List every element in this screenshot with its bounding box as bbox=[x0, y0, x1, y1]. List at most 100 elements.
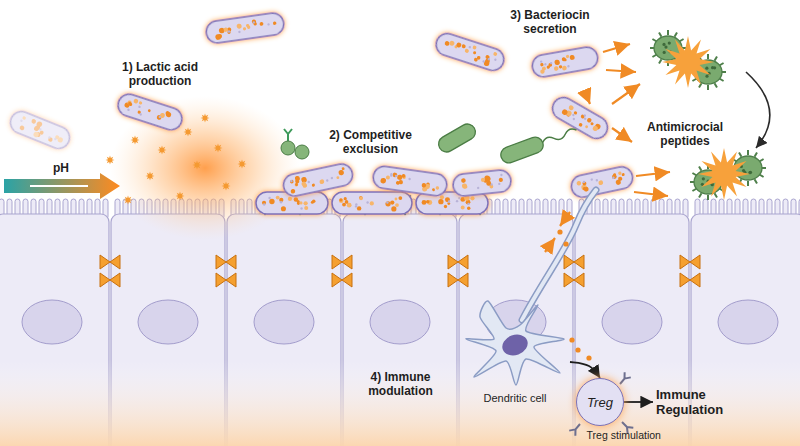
tight-junction bbox=[680, 255, 700, 269]
probiotic-bacterium-part bbox=[485, 176, 491, 182]
peptide-arrow bbox=[585, 92, 590, 104]
probiotic-bacterium-part bbox=[540, 60, 543, 63]
pathogen-diplococcus-part bbox=[281, 141, 295, 155]
probiotic-bacterium-part bbox=[252, 21, 255, 24]
probiotic-bacterium-part bbox=[477, 187, 480, 190]
node-text: Immune Regulation bbox=[656, 387, 738, 417]
cytokine-dot bbox=[557, 229, 562, 234]
dendritic-cell-shape-part bbox=[466, 301, 564, 385]
cell-nucleus bbox=[602, 300, 662, 344]
probiotic-bacterium-part bbox=[550, 62, 553, 65]
probiotic-bacterium-part bbox=[440, 195, 444, 199]
probiotic-bacterium-part bbox=[299, 201, 302, 204]
pathogen-coccus-part bbox=[702, 177, 705, 180]
pathogen-coccus-part bbox=[663, 51, 666, 54]
probiotic-bacterium-part bbox=[366, 201, 368, 203]
probiotic-bacterium-part bbox=[467, 203, 469, 205]
probiotic-bacterium-part bbox=[583, 180, 586, 183]
acid-molecule bbox=[201, 114, 210, 123]
probiotic-bacterium-part bbox=[246, 24, 250, 28]
probiotic-bacterium bbox=[569, 165, 634, 199]
epithelium bbox=[0, 199, 800, 446]
probiotic-bacterium-part bbox=[267, 23, 270, 26]
probiotic-bacterium-part bbox=[586, 117, 592, 123]
mechanism-label: 3) Bacteriocin secretion bbox=[500, 8, 600, 36]
probiotic-bacterium-part bbox=[391, 206, 396, 211]
pathogen-coccus-part bbox=[742, 169, 745, 172]
pathogen-coccus-part bbox=[668, 41, 671, 44]
probiotic-bacterium-part bbox=[223, 27, 228, 32]
probiotic-bacterium-part bbox=[612, 174, 618, 180]
acid-molecule bbox=[124, 196, 133, 205]
acid-molecule bbox=[214, 144, 223, 153]
probiotic-bacterium-part bbox=[493, 52, 498, 57]
outcome-node: Immune Regulation bbox=[656, 387, 738, 417]
probiotic-bacterium-part bbox=[544, 63, 547, 66]
probiotic-bacterium-part bbox=[332, 192, 412, 214]
probiotic-bacterium-part bbox=[312, 199, 315, 202]
probiotic-bacterium-part bbox=[294, 197, 298, 201]
probiotic-bacterium-part bbox=[326, 179, 329, 182]
probiotic-bacterium-part bbox=[236, 23, 242, 29]
probiotic-bacterium-part bbox=[590, 178, 593, 181]
probiotic-bacterium-part bbox=[115, 91, 185, 132]
tight-junction bbox=[100, 273, 120, 287]
probiotic-bacterium-part bbox=[554, 66, 559, 71]
probiotic-bacterium-part bbox=[549, 93, 612, 142]
probiotic-bacterium-part bbox=[464, 48, 469, 53]
probiotic-bacterium-part bbox=[461, 178, 466, 183]
pathogen-diplococcus-part bbox=[295, 145, 309, 159]
probiotic-bacterium-part bbox=[303, 201, 307, 205]
cytokine-dot bbox=[575, 347, 580, 352]
probiotic-bacterium-part bbox=[484, 175, 490, 181]
dendrite-arm bbox=[522, 190, 596, 320]
probiotic-bacterium-part bbox=[276, 196, 280, 200]
mechanism-label: Antimicrocial peptides bbox=[630, 120, 740, 148]
pathogen-coccus-part bbox=[699, 166, 702, 170]
probiotic-bacterium-part bbox=[300, 207, 302, 209]
probiotic-bacterium-part bbox=[618, 171, 622, 175]
acid-molecule bbox=[238, 160, 247, 169]
probiotic-bacterium-part bbox=[262, 201, 266, 205]
probiotic-bacterium-part bbox=[473, 51, 477, 55]
probiotic-bacterium-part bbox=[426, 200, 430, 204]
probiotic-bacterium-part bbox=[572, 113, 575, 116]
probiotic-bacterium-part bbox=[531, 45, 600, 78]
probiotic-bacterium-part bbox=[280, 201, 282, 203]
probiotic-bacterium-part bbox=[584, 186, 590, 192]
acid-molecule bbox=[193, 161, 202, 170]
probiotic-bacterium-part bbox=[288, 197, 292, 201]
tight-junction bbox=[564, 273, 584, 287]
probiotic-bacterium bbox=[452, 169, 512, 197]
probiotic-bacterium-part bbox=[438, 199, 443, 204]
pathogen-coccus-part bbox=[755, 179, 758, 183]
probiotic-bacterium-part bbox=[338, 170, 344, 176]
pathogen-coccus-part bbox=[699, 193, 702, 197]
probiotic-bacterium-part bbox=[482, 60, 485, 63]
probiotic-bacterium-part bbox=[481, 178, 486, 183]
probiotic-bacterium-part bbox=[395, 198, 398, 201]
probiotic-bacterium-part bbox=[386, 175, 391, 180]
probiotic-bacterium-part bbox=[39, 130, 44, 135]
probiotic-bacterium-part bbox=[48, 136, 51, 139]
probiotic-bacterium-part bbox=[612, 176, 615, 179]
probiotic-bacterium-part bbox=[129, 103, 133, 107]
tight-junction bbox=[100, 255, 120, 269]
probiotic-bacterium-part bbox=[592, 125, 599, 132]
probiotic-bacterium-part bbox=[554, 59, 560, 65]
probiotic-bacterium-part bbox=[452, 169, 512, 197]
probiotic-bacterium-part bbox=[158, 115, 161, 118]
probiotic-bacterium-part bbox=[228, 30, 231, 33]
gradient-label: pH bbox=[46, 161, 76, 175]
pathogen-rod bbox=[436, 121, 479, 155]
acid-molecule bbox=[131, 136, 140, 145]
tight-junction bbox=[216, 255, 236, 269]
probiotic-bacterium-part bbox=[561, 108, 569, 116]
probiotic-bacterium-part bbox=[312, 183, 316, 187]
pathogen-rod-part bbox=[499, 135, 546, 165]
pathogen-coccus-part bbox=[707, 195, 709, 200]
probiotic-bacterium-part bbox=[339, 198, 344, 203]
probiotic-bacterium-part bbox=[432, 188, 435, 191]
probiotic-bacterium-part bbox=[576, 181, 581, 186]
